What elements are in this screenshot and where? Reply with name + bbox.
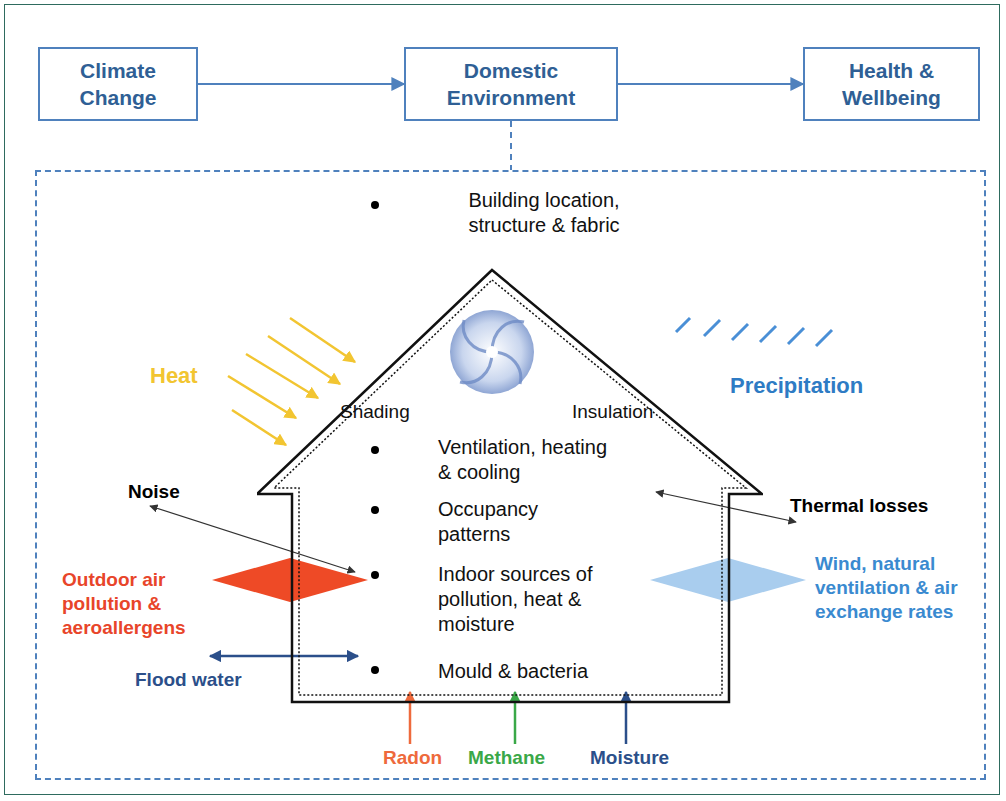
process-box: Climate Change (38, 47, 198, 121)
node-text: Shading (340, 400, 435, 424)
pollution-diamond (212, 558, 368, 602)
house-lining (274, 280, 746, 695)
house-outline: Shading InsulationVentilation, heating & … (257, 268, 763, 704)
process-box: Domestic Environment (404, 47, 618, 121)
moisture-arrow (625, 692, 628, 744)
node-text: Insulation (572, 400, 682, 424)
moisture-label: Moisture (590, 746, 685, 770)
thermal-arrow (656, 492, 796, 522)
flood-arrow (210, 655, 358, 658)
connector (510, 121, 512, 170)
heat-label: Heat (150, 362, 230, 390)
connector (198, 83, 404, 85)
node-text: Ventilation, heating & cooling (438, 435, 623, 485)
ventilation-fan (450, 310, 534, 394)
node-text: Occupancy patterns (438, 497, 588, 547)
connector (618, 83, 803, 85)
rain-strokes (676, 318, 832, 346)
flood-label: Flood water (135, 668, 275, 692)
process-box: Health & Wellbeing (803, 47, 980, 121)
box-title: Domestic Environment (416, 57, 606, 112)
house-shape (257, 268, 763, 704)
pollution-label: Outdoor air pollution & aeroallergens (62, 568, 237, 639)
node-text: Mould & bacteria (438, 659, 638, 684)
methane-label: Methane (468, 746, 558, 770)
radon-arrow (409, 692, 412, 744)
node-text: Building location, structure & fabric (439, 188, 649, 238)
methane-arrow (514, 692, 517, 744)
box-title: Health & Wellbeing (815, 57, 968, 112)
node-text: Indoor sources of pollution, heat & mois… (438, 562, 623, 637)
noise-arrow (150, 506, 355, 572)
radon-label: Radon (383, 746, 453, 770)
house-wall (257, 270, 762, 702)
heat-arrows (228, 318, 355, 445)
box-title: Climate Change (50, 57, 186, 112)
ventilation-label: Wind, natural ventilation & air exchange… (815, 552, 980, 623)
bullet-dots (371, 201, 379, 674)
thermal-label: Thermal losses (790, 494, 965, 518)
precipitation-label: Precipitation (730, 372, 900, 400)
noise-label: Noise (128, 480, 218, 504)
